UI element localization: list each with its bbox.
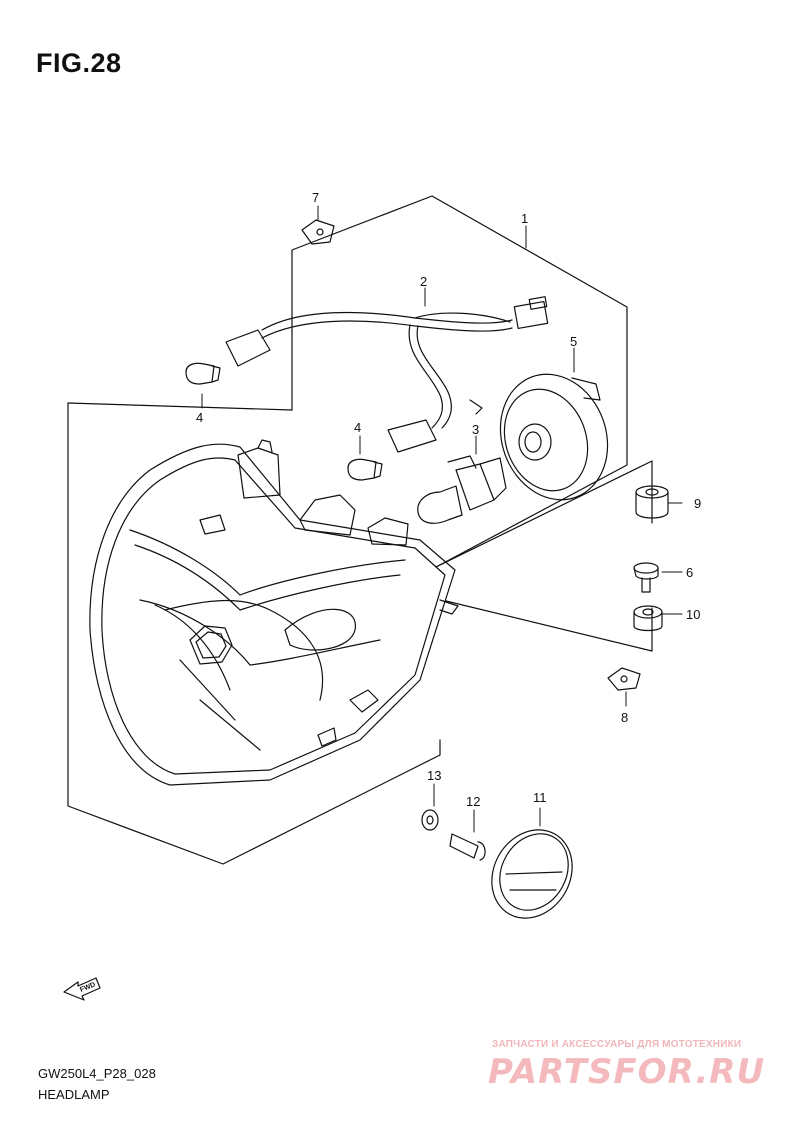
callout-1: 1: [521, 211, 528, 226]
callout-2: 2: [420, 274, 427, 289]
callout-5: 5: [570, 334, 577, 349]
callout-8: 8: [621, 710, 628, 725]
bolt-6[interactable]: [633, 562, 659, 593]
washer-13[interactable]: [421, 809, 439, 831]
reflector-11[interactable]: [476, 815, 588, 933]
position-bulb-upper[interactable]: [185, 362, 221, 385]
callout-7: 7: [312, 190, 319, 205]
callout-4-upper: 4: [196, 410, 203, 425]
grommet-10[interactable]: [633, 605, 663, 632]
callout-10: 10: [686, 607, 700, 622]
callout-3: 3: [472, 422, 479, 437]
callout-11: 11: [533, 790, 547, 805]
nut-clip-7[interactable]: [301, 219, 335, 245]
headlight-bulb[interactable]: [417, 455, 507, 524]
watermark-logo: PARTSFOR.RU: [488, 1052, 766, 1092]
nut-clip-8[interactable]: [607, 667, 641, 691]
assembly-outline: [67, 195, 653, 865]
position-bulb-lower[interactable]: [347, 458, 383, 481]
figure-title: FIG.28: [36, 48, 122, 78]
callout-9: 9: [694, 496, 701, 511]
callout-12: 12: [466, 794, 480, 809]
watermark-tagline: ЗАПЧАСТИ И АКСЕССУАРЫ ДЛЯ МОТОТЕХНИКИ: [492, 1039, 742, 1050]
bulb-cover[interactable]: [483, 359, 625, 515]
grommet-9[interactable]: [635, 485, 669, 519]
diagram-code: GW250L4_P28_028: [38, 1066, 156, 1081]
screw-12[interactable]: [449, 833, 486, 861]
forward-arrow-icon: FWD: [63, 977, 101, 1001]
diagram-name: HEADLAMP: [38, 1087, 110, 1102]
leader-lines: [201, 205, 683, 833]
headlamp-housing[interactable]: [89, 439, 459, 786]
callout-6: 6: [686, 565, 693, 580]
wiring-harness[interactable]: [225, 296, 549, 453]
callout-13: 13: [427, 768, 441, 783]
callout-4-lower: 4: [354, 420, 361, 435]
